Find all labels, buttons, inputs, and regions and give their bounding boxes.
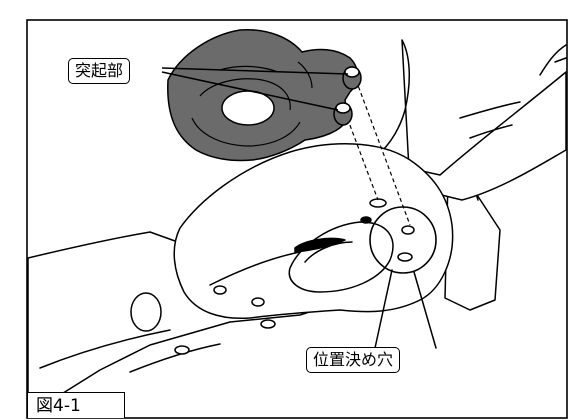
positioning-hole xyxy=(401,225,415,235)
upper-arm xyxy=(371,39,567,201)
holes-leader-line xyxy=(413,271,437,349)
protrusion-leader-line xyxy=(161,67,349,75)
figure-border xyxy=(26,19,568,419)
plate-slot xyxy=(129,343,221,373)
positioning-holes-label: 位置決め穴 xyxy=(306,347,401,373)
plate-edge xyxy=(39,329,171,369)
cam-center-hole xyxy=(221,90,275,126)
alignment-guide xyxy=(355,79,411,226)
positioning-hole xyxy=(397,252,413,262)
main-housing xyxy=(173,143,454,320)
alignment-guide xyxy=(344,111,379,201)
housing-slot xyxy=(294,237,346,253)
positioning-hole xyxy=(369,198,387,208)
plate-hole xyxy=(130,292,162,332)
positioning-hole xyxy=(360,216,372,224)
holes-leader-line xyxy=(374,269,393,349)
figure-caption: 図4-1 xyxy=(27,392,125,418)
protrusion-leader-line xyxy=(161,71,339,111)
protrusion-label: 突起部 xyxy=(68,58,131,84)
